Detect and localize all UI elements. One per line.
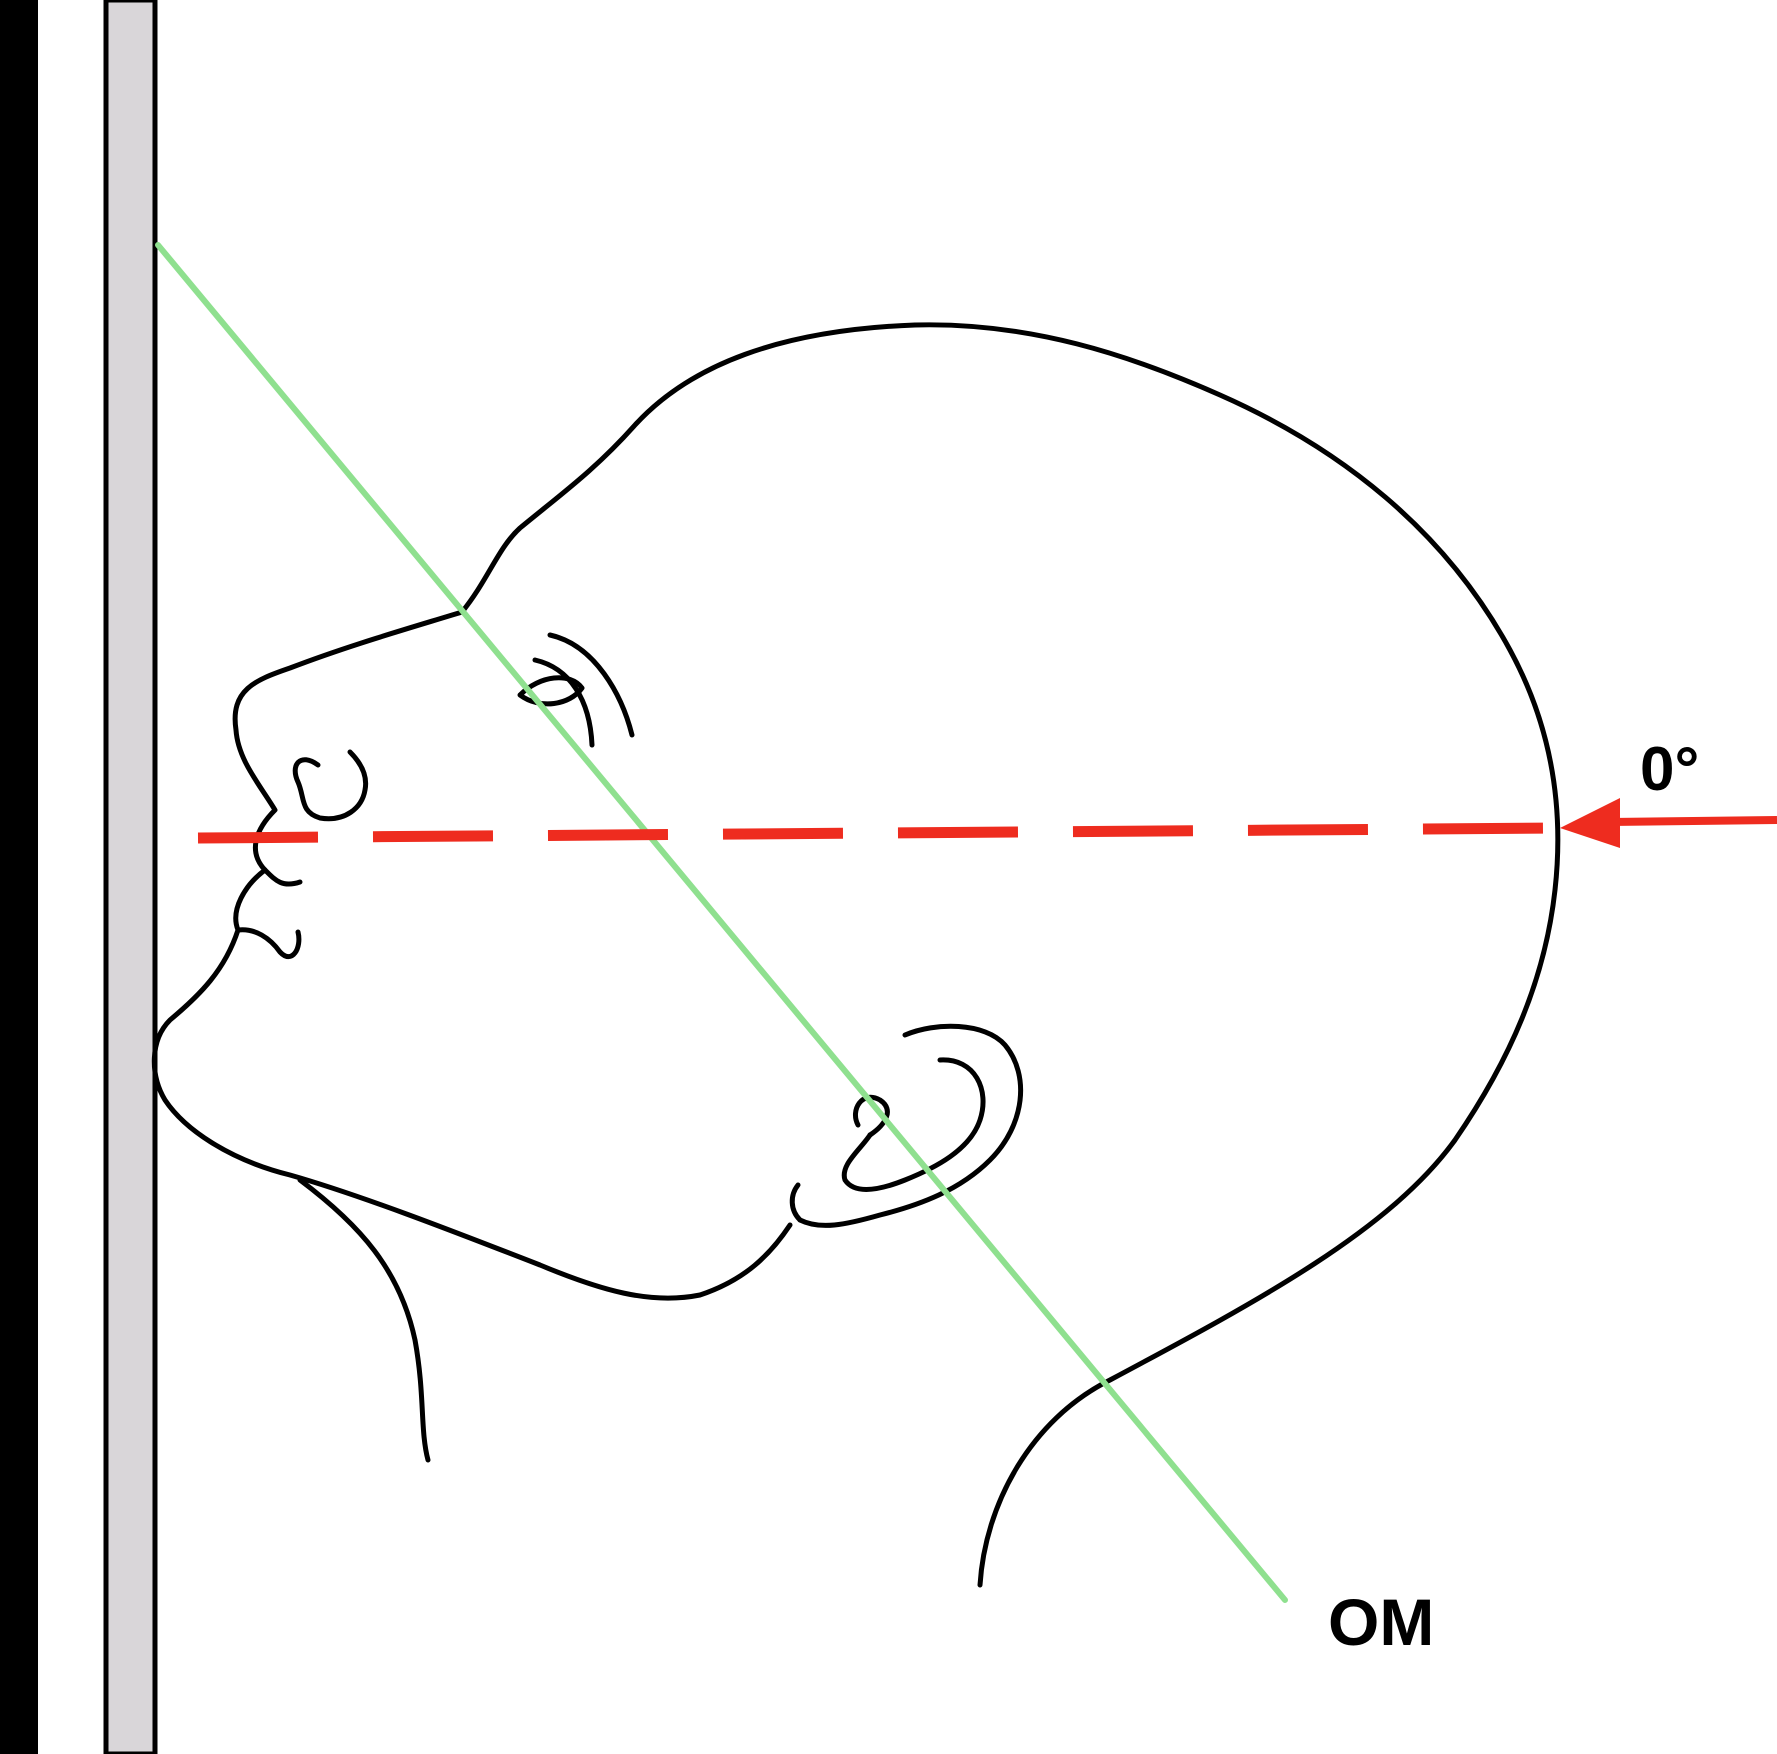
- neck-front-outline: [297, 1177, 431, 1463]
- central-ray-arrowhead: [1560, 798, 1620, 848]
- nostril: [292, 749, 369, 822]
- central-ray-dashed-line: [197, 822, 1566, 844]
- arrow-left-icon: [1560, 798, 1777, 848]
- angle-label: 0°: [1640, 735, 1699, 804]
- eyebrow: [547, 632, 635, 738]
- head-profile: [151, 322, 1561, 1588]
- central-ray-arrow-shaft: [1609, 816, 1777, 826]
- mouth-line: [235, 927, 302, 960]
- ear-inner: [841, 1057, 986, 1192]
- skull-outline: [459, 322, 1561, 1588]
- om-line-label: OM: [1328, 1585, 1434, 1659]
- ear-lobe: [789, 1182, 803, 1223]
- orbitomeatal-line: [155, 242, 1288, 1603]
- eyelid: [532, 657, 595, 748]
- face-outline: [151, 609, 793, 1301]
- upper-lip: [262, 867, 303, 887]
- ear-canal: [853, 1095, 890, 1138]
- image-receptor-plate: [103, 0, 158, 1754]
- ear-outer: [797, 1023, 1024, 1228]
- diagram-canvas: [38, 0, 1777, 1754]
